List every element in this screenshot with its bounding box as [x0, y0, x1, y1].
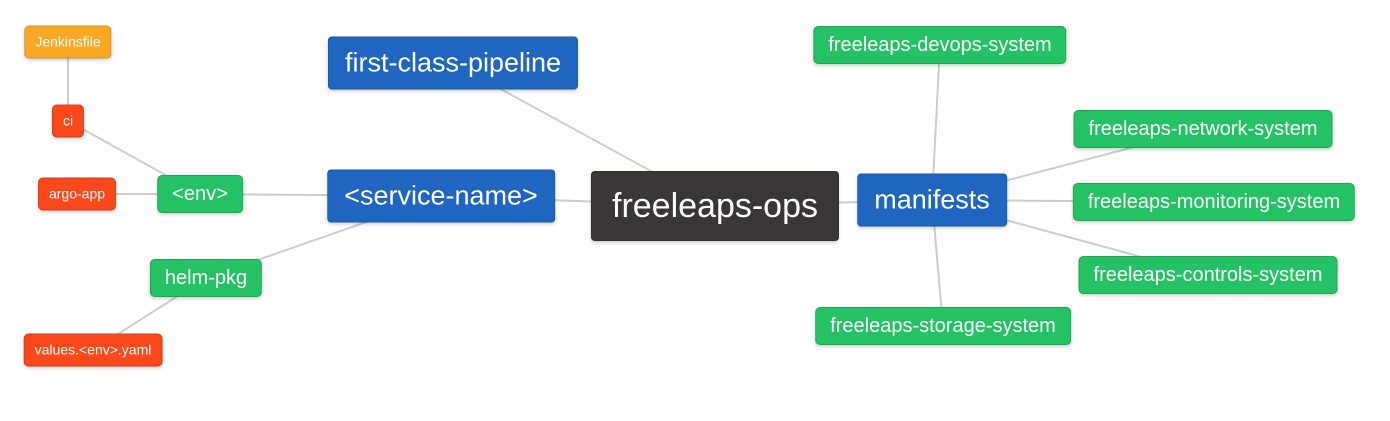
node-freeleaps-controls-system[interactable]: freeleaps-controls-system: [1078, 256, 1338, 294]
node-env[interactable]: <env>: [157, 175, 243, 213]
node-ci[interactable]: ci: [51, 104, 85, 138]
node-helm-pkg[interactable]: helm-pkg: [149, 259, 263, 297]
node-service-name[interactable]: <service-name>: [327, 169, 555, 223]
node-freeleaps-devops-system[interactable]: freeleaps-devops-system: [813, 26, 1067, 64]
node-freeleaps-monitoring-system[interactable]: freeleaps-monitoring-system: [1072, 183, 1356, 221]
node-manifests[interactable]: manifests: [857, 173, 1007, 227]
node-first-class-pipeline[interactable]: first-class-pipeline: [327, 36, 579, 90]
node-freeleaps-ops-root[interactable]: freeleaps-ops: [590, 171, 840, 241]
node-argo-app[interactable]: argo-app: [37, 177, 117, 211]
node-values-env-yaml[interactable]: values.<env>.yaml: [23, 333, 163, 367]
node-freeleaps-network-system[interactable]: freeleaps-network-system: [1073, 110, 1333, 148]
node-jenkinsfile[interactable]: Jenkinsfile: [24, 25, 112, 59]
node-freeleaps-storage-system[interactable]: freeleaps-storage-system: [815, 307, 1071, 345]
